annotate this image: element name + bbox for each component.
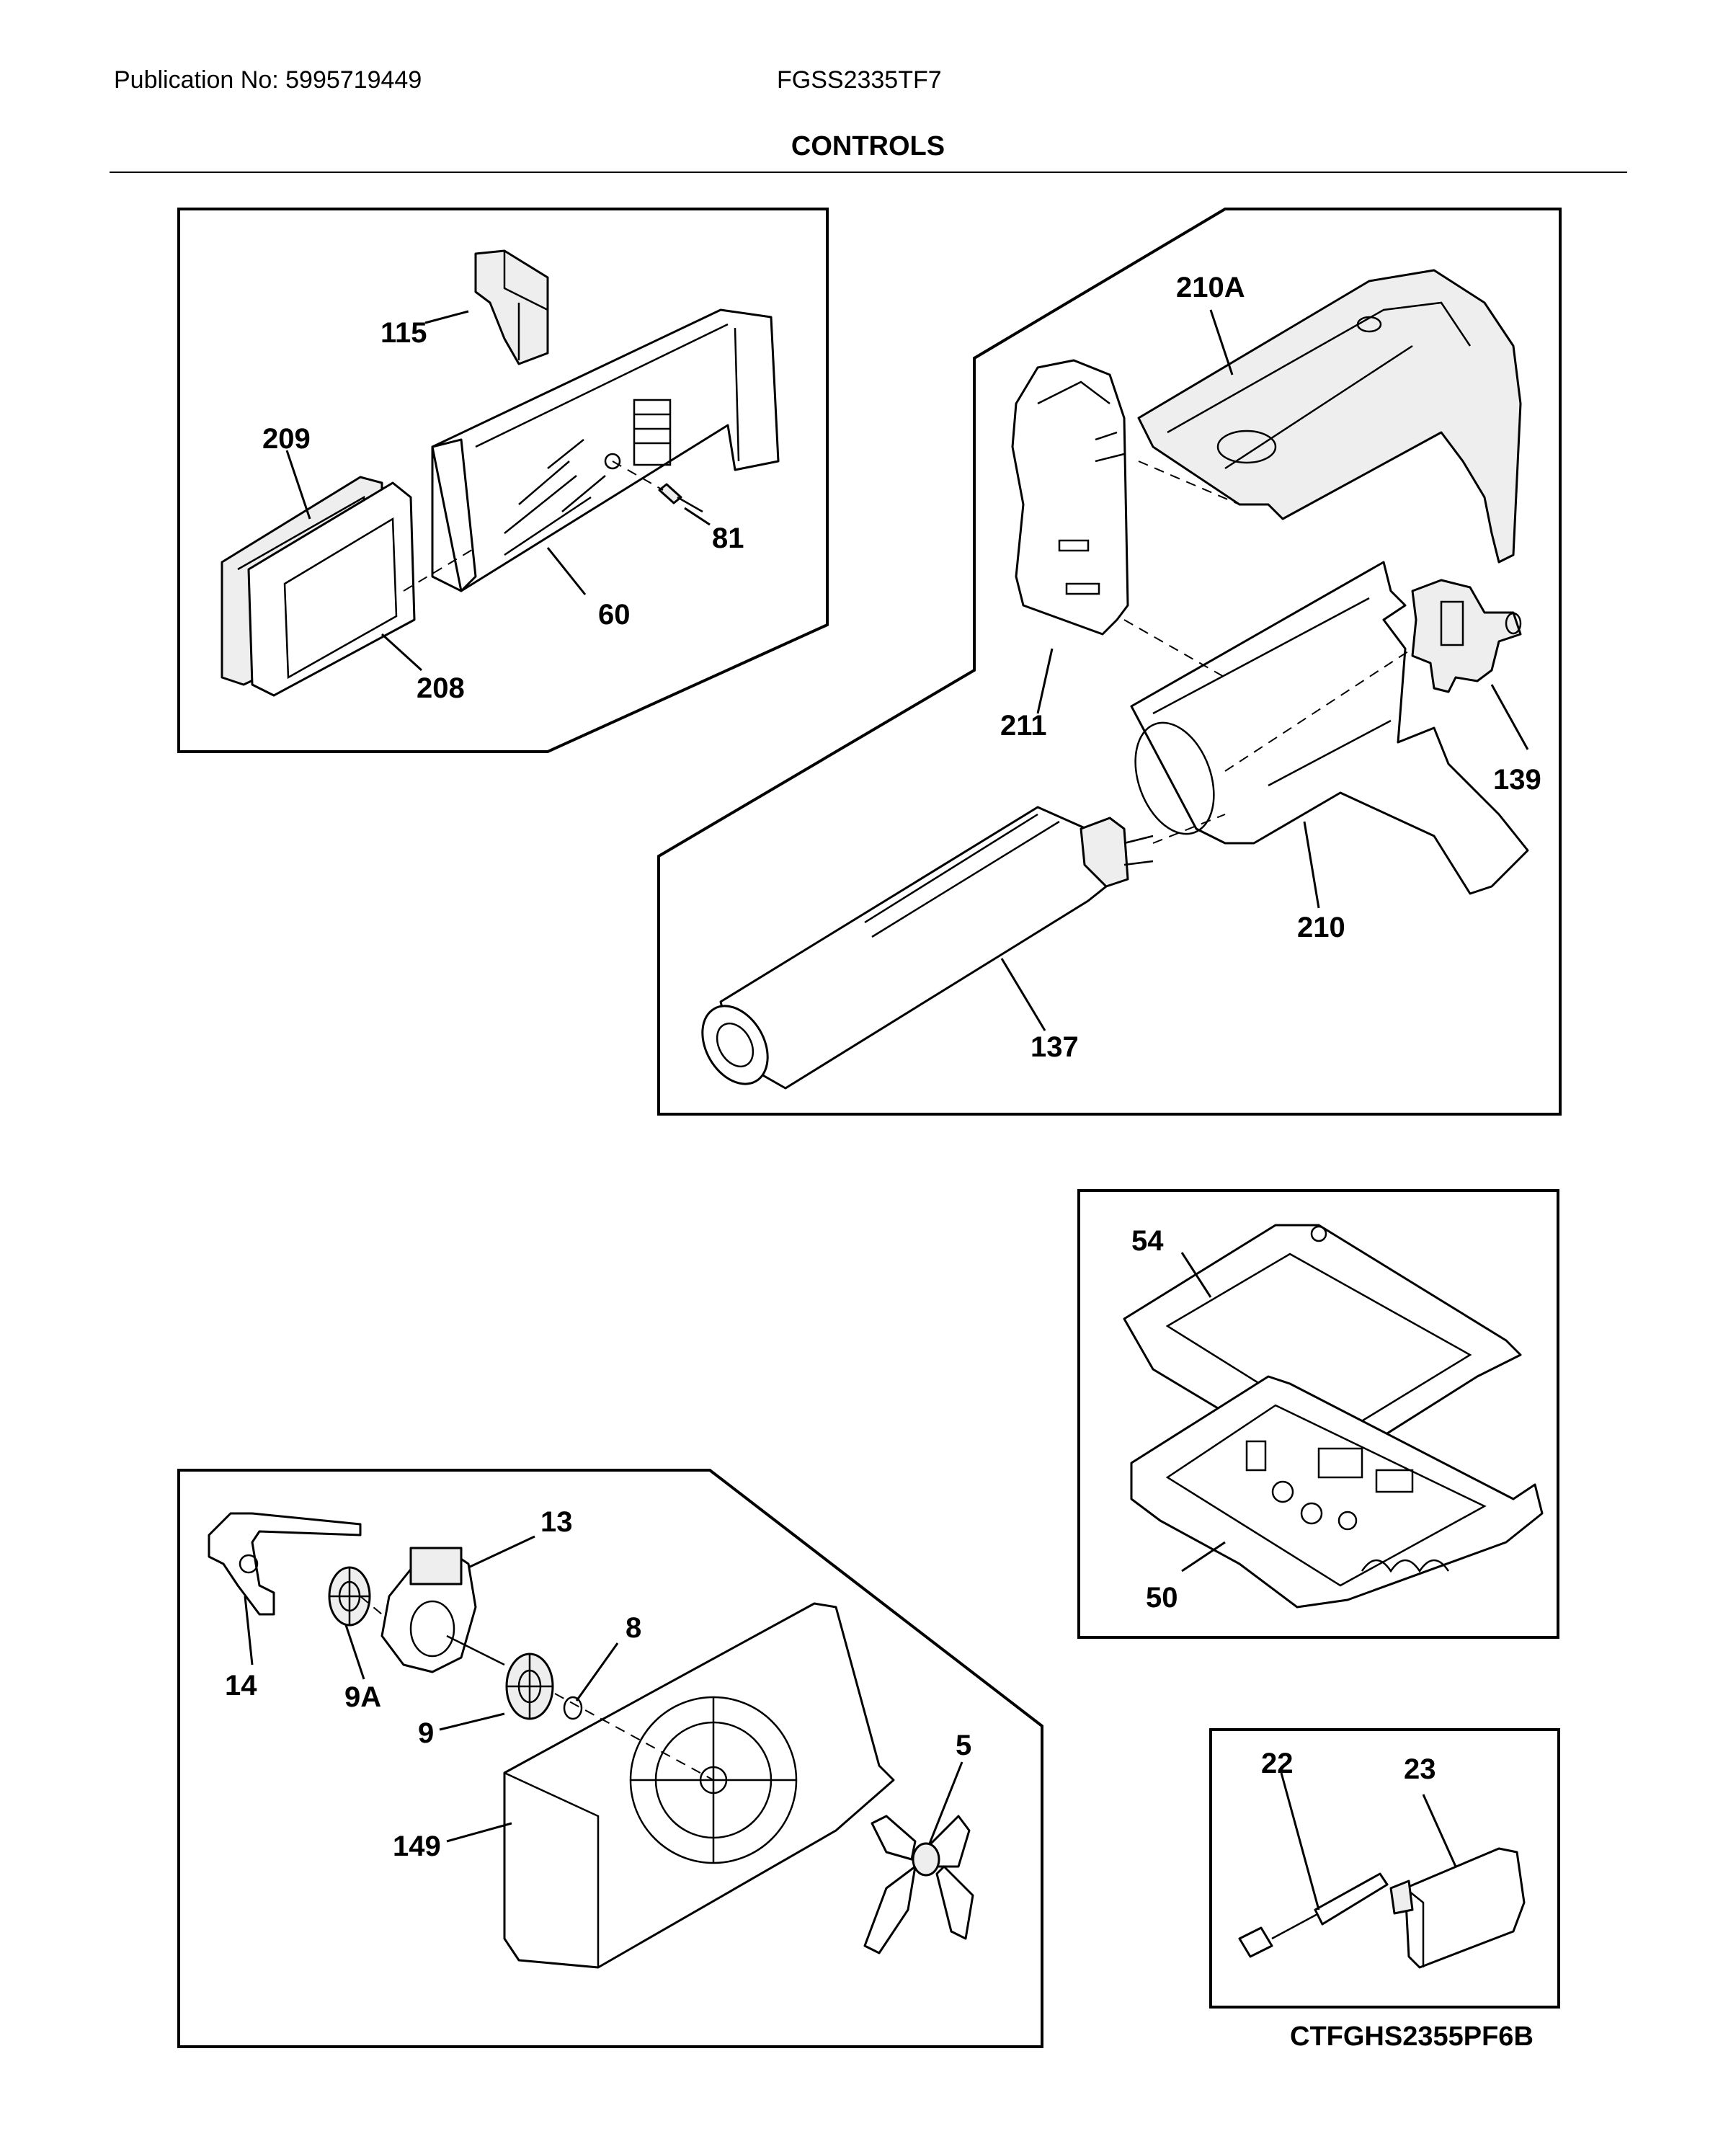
part-23-lens	[1389, 1847, 1526, 1969]
panel-light-assembly: 22 23	[1209, 1728, 1560, 2009]
callout-54: 54	[1131, 1225, 1164, 1257]
model-number: FGSS2335TF7	[777, 66, 942, 94]
callout-9: 9	[418, 1717, 434, 1749]
callout-115: 115	[380, 317, 427, 349]
callout-211: 211	[1000, 710, 1047, 742]
callout-13: 13	[540, 1506, 573, 1538]
callout-149: 149	[393, 1831, 441, 1862]
callout-81: 81	[712, 522, 744, 554]
callout-60: 60	[598, 599, 631, 631]
callout-210A: 210A	[1176, 272, 1245, 303]
panel-water-filter: 210A 211 139 210 137	[657, 208, 1562, 1116]
part-208-frame	[247, 481, 416, 697]
callout-137: 137	[1031, 1031, 1079, 1063]
part-211-bracket	[1011, 359, 1129, 636]
part-139-valve	[1411, 579, 1522, 693]
part-210-housing	[1130, 561, 1529, 895]
callout-22: 22	[1261, 1748, 1294, 1779]
section-title: CONTROLS	[791, 131, 945, 161]
part-137-filter-cartridge	[701, 806, 1154, 1090]
part-13-motor	[380, 1547, 505, 1673]
part-22-sensor	[1238, 1872, 1389, 1958]
publication-number: Publication No: 5995719449	[114, 66, 422, 94]
callout-208: 208	[417, 672, 465, 704]
part-115-connector	[474, 249, 549, 365]
diagram-code: CTFGHS2355PF6B	[1290, 2021, 1534, 2052]
header-divider	[110, 172, 1627, 173]
panel-control-housing: 115 209 81 60 208	[177, 208, 829, 753]
part-50-board-tray	[1130, 1375, 1544, 1609]
part-149-shroud	[503, 1602, 895, 1969]
callout-9A: 9A	[344, 1681, 381, 1713]
callout-210: 210	[1297, 912, 1345, 943]
panel-control-board: 54 50	[1077, 1189, 1559, 1639]
part-5-fan-blade	[863, 1815, 974, 1954]
part-81-screw	[658, 483, 703, 513]
callout-5: 5	[956, 1730, 971, 1761]
panel-fan-assembly: 13 8 14 9A 9 5 149	[177, 1469, 1043, 2048]
part-210A-cover	[1137, 269, 1522, 564]
callout-50: 50	[1146, 1582, 1178, 1614]
part-9A-wheel	[328, 1566, 371, 1627]
part-9-wheel	[505, 1653, 554, 1720]
part-8-washer	[563, 1696, 583, 1720]
callout-14: 14	[225, 1670, 257, 1702]
part-60-housing	[431, 308, 780, 592]
callout-209: 209	[262, 423, 311, 455]
callout-139: 139	[1493, 764, 1541, 796]
callout-8: 8	[626, 1612, 641, 1644]
part-14-bracket	[208, 1512, 362, 1616]
callout-23: 23	[1404, 1753, 1436, 1785]
